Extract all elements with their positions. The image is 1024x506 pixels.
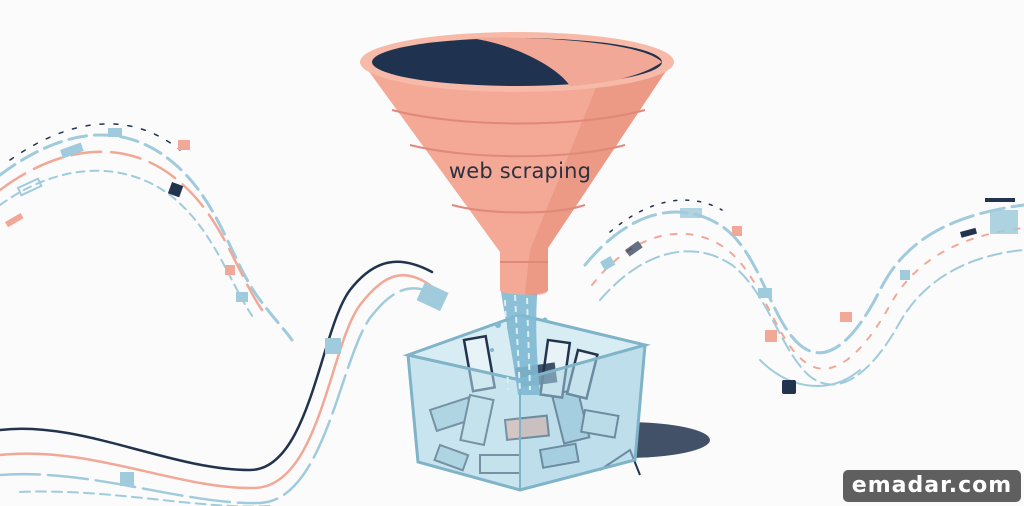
water-drops-icon bbox=[490, 285, 548, 395]
right-data-stream-icon bbox=[583, 198, 1024, 394]
glass-container-icon bbox=[402, 313, 710, 492]
watermark: emadar.com bbox=[843, 470, 1021, 502]
funnel-icon: web scraping bbox=[360, 32, 674, 296]
left-data-stream-icon bbox=[0, 123, 449, 506]
funnel-label: web scraping bbox=[449, 159, 591, 183]
